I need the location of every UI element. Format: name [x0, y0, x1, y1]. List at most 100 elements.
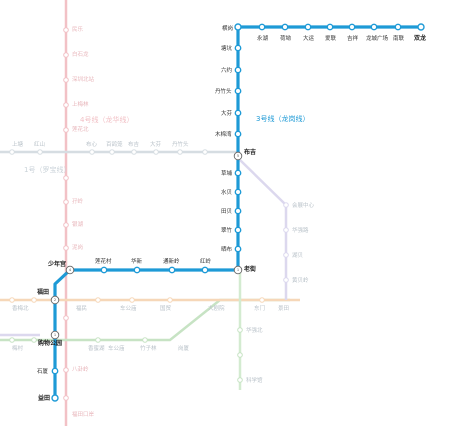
- interchange-station-label[interactable]: 福田: [36, 288, 49, 296]
- station-label[interactable]: 大运: [303, 34, 315, 42]
- bg-label: 国贸: [160, 304, 172, 312]
- bg-label: 丹竹头: [172, 140, 189, 148]
- vertical-lower-stations: 草埔 水贝 田贝 翠竹 晒布 1 老街: [221, 169, 256, 275]
- station-label[interactable]: 木棉湾: [215, 130, 232, 138]
- station-dot[interactable]: [168, 266, 176, 274]
- station-label[interactable]: 晒布: [221, 245, 233, 253]
- interchange-station-dot[interactable]: [50, 295, 60, 305]
- interchange-station-dot[interactable]: [233, 265, 243, 275]
- station-label[interactable]: 永湖: [257, 34, 269, 42]
- interchange-number: 1: [237, 268, 239, 272]
- interchange-station-label[interactable]: 购物公园: [38, 339, 62, 347]
- bg-label: 大剧院: [208, 304, 225, 312]
- station-label[interactable]: 水贝: [221, 188, 233, 196]
- station-dot[interactable]: [234, 245, 242, 253]
- station-label[interactable]: 翠竹: [221, 226, 233, 234]
- bg-label: 福民: [76, 304, 88, 312]
- station-dot[interactable]: [258, 23, 266, 31]
- bg-label: 莲花北: [72, 125, 89, 133]
- bg-label: 景田: [278, 305, 289, 312]
- station-dot[interactable]: [348, 23, 356, 31]
- bg-label: 大芬: [150, 140, 162, 148]
- station-dot[interactable]: [234, 130, 242, 138]
- station-label[interactable]: 莲花村: [95, 257, 112, 265]
- station-dot[interactable]: [133, 266, 141, 274]
- background-network: 民乐 白石龙 深圳北站 上梅林 莲花北 4号线（龙华线） 孖岭 银湖 泥岗 八卦…: [0, 0, 315, 426]
- station-label[interactable]: 南联: [393, 34, 405, 42]
- station-dot[interactable]: [234, 109, 242, 117]
- interchange-station-label[interactable]: 老街: [243, 265, 256, 273]
- interchange-station-dot[interactable]: [50, 330, 60, 340]
- station-dot[interactable]: [304, 23, 312, 31]
- bg-label: 会展中心: [292, 201, 315, 209]
- station-label[interactable]: 塘坑: [221, 44, 233, 52]
- station-dot[interactable]: [234, 23, 242, 31]
- station-dot[interactable]: [234, 44, 242, 52]
- terminal-station-label[interactable]: 益田: [38, 394, 50, 402]
- bg-label: 孖岭: [72, 197, 84, 205]
- vertical-left-stations: 2 福田 1 购物公园 石厦 益田: [36, 288, 62, 402]
- station-label[interactable]: 丹竹头: [215, 87, 232, 95]
- station-label[interactable]: 横岗: [222, 24, 233, 32]
- station-label[interactable]: 爱联: [325, 34, 337, 42]
- interchange-station-dot[interactable]: [233, 151, 243, 161]
- bg-label: 黄贝岭: [292, 276, 309, 284]
- station-dot[interactable]: [234, 188, 242, 196]
- station-label[interactable]: 草埔: [221, 169, 233, 177]
- station-dot[interactable]: [201, 266, 209, 274]
- horizontal-lower-stations: 4 少年宫 莲花村 华新 通新岭 红岭: [47, 257, 212, 275]
- bg-label: 百鸽笼: [106, 140, 123, 148]
- bg-label: 福田口岸: [72, 410, 95, 418]
- bg-label: 香蜜湖: [88, 344, 105, 352]
- faint-line-7: [239, 159, 288, 300]
- station-dot[interactable]: [370, 23, 378, 31]
- interchange-station-dot[interactable]: [65, 265, 75, 275]
- vertical-upper-stations: 塘坑 六约 丹竹头 大芬 木棉湾 5 布吉: [215, 44, 256, 161]
- station-dot[interactable]: [51, 367, 59, 375]
- bg-label: 湖贝: [292, 251, 304, 259]
- line-3: 3号线（龙岗线） 横岗 永湖 荷坳 大运 爱联 吉祥 龙城广场 南联 双龙: [36, 23, 426, 402]
- bg-label: 上塘: [12, 140, 24, 148]
- station-dot[interactable]: [281, 23, 289, 31]
- bg-label: 华强路: [292, 226, 309, 234]
- station-dot[interactable]: [100, 266, 108, 274]
- bg-label: 深圳北站: [72, 75, 95, 83]
- station-dot[interactable]: [234, 87, 242, 95]
- bg-label: 布吉: [128, 140, 140, 148]
- bg-label: 车公庙: [120, 304, 137, 312]
- station-label[interactable]: 大芬: [221, 109, 233, 117]
- station-label[interactable]: 田贝: [221, 208, 233, 215]
- station-dot[interactable]: [326, 23, 334, 31]
- interchange-number: 1: [54, 333, 56, 337]
- station-label[interactable]: 红岭: [200, 257, 212, 265]
- station-label[interactable]: 石厦: [37, 368, 49, 375]
- bg-label: 民乐: [72, 26, 84, 33]
- bg-label: 泥岗: [72, 243, 83, 251]
- station-label[interactable]: 龙城广场: [366, 34, 389, 42]
- station-dot[interactable]: [234, 169, 242, 177]
- bg-label: 八卦岭: [72, 365, 89, 373]
- faint-line-4-name: 4号线（龙华线）: [80, 115, 133, 124]
- station-label[interactable]: 通新岭: [163, 257, 180, 265]
- station-label[interactable]: 吉祥: [347, 34, 359, 42]
- faint-line-2-name: 1号（罗宝线）: [24, 165, 70, 174]
- bg-label: 香梅北: [12, 304, 29, 312]
- bg-label: 东门: [254, 304, 265, 312]
- station-dot[interactable]: [394, 23, 402, 31]
- bg-label: 华强北: [246, 326, 263, 334]
- station-dot[interactable]: [234, 66, 242, 74]
- interchange-station-label[interactable]: 少年宫: [47, 260, 66, 268]
- terminal-station-label[interactable]: 双龙: [414, 34, 426, 42]
- interchange-station-label[interactable]: 布吉: [243, 148, 256, 156]
- bg-label: 银湖: [72, 220, 84, 228]
- station-dot[interactable]: [234, 226, 242, 234]
- station-label[interactable]: 华新: [131, 257, 143, 265]
- terminal-station-dot[interactable]: [417, 23, 425, 31]
- bg-label: 车公庙: [108, 344, 125, 352]
- station-dot[interactable]: [234, 207, 242, 215]
- station-label[interactable]: 六约: [221, 66, 233, 74]
- line-3-name: 3号线（龙岗线）: [256, 114, 309, 123]
- station-label[interactable]: 荷坳: [280, 34, 292, 42]
- terminal-station-dot[interactable]: [51, 394, 59, 402]
